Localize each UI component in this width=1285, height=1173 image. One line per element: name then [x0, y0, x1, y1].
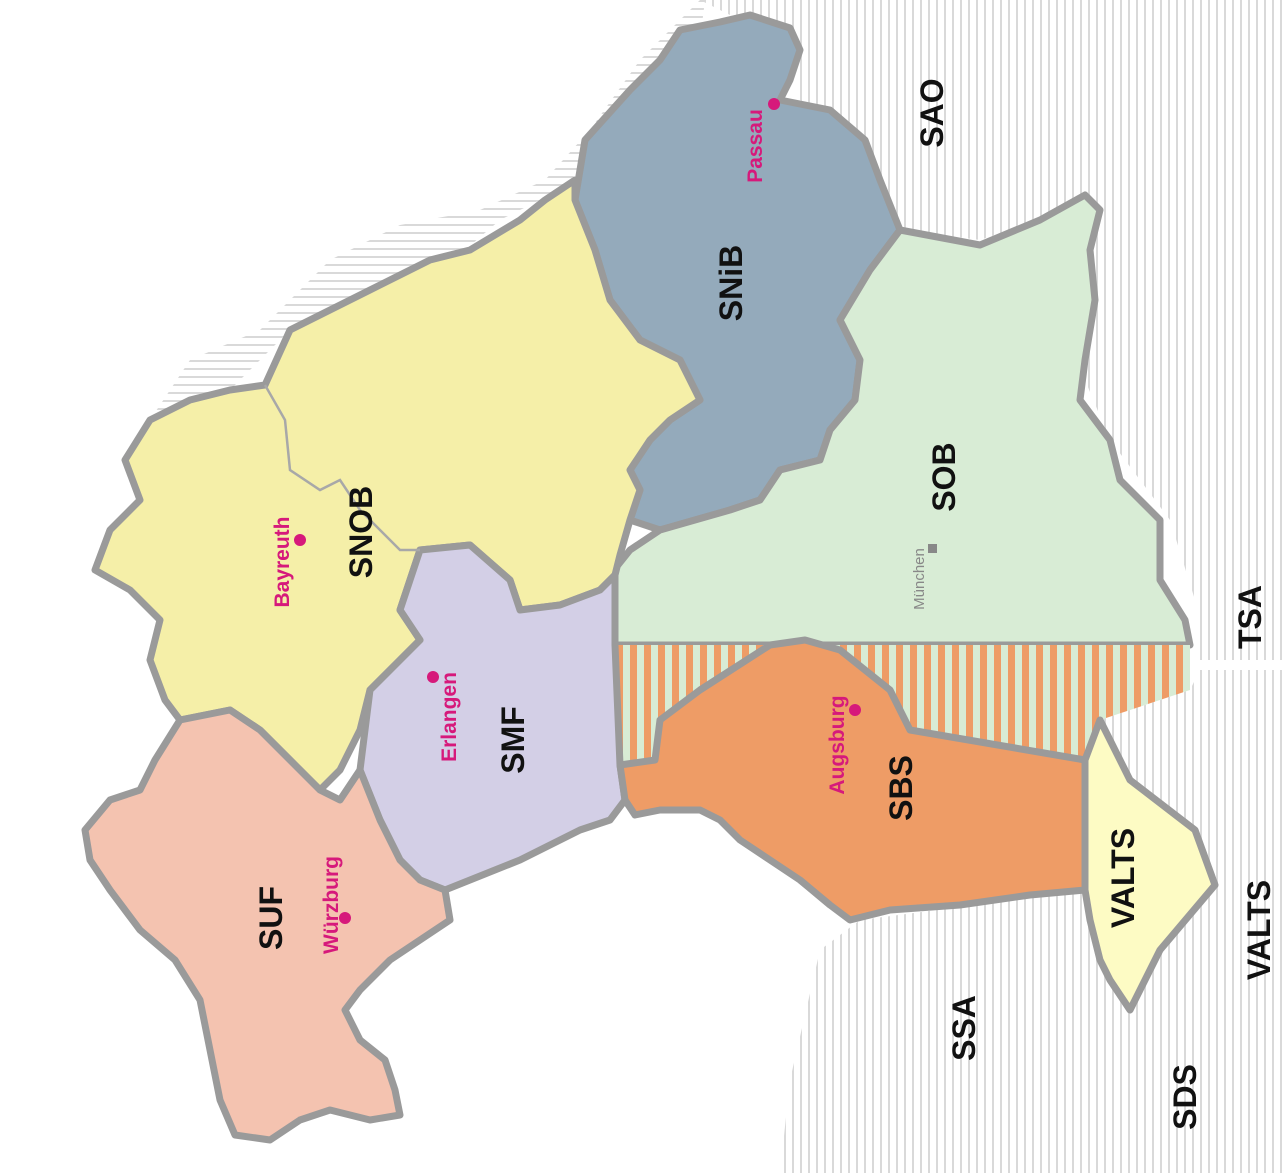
region-labels: SNiB SOB SNOB SMF SBS SUF VALTS: [253, 245, 1141, 950]
regions: [81, 11, 1219, 1144]
city-marker-wuerzburg[interactable]: [339, 912, 351, 924]
label-sao: SAO: [914, 78, 950, 147]
label-ssa: SSA: [946, 995, 982, 1061]
city-label-bayreuth: Bayreuth: [271, 516, 294, 607]
label-smf: SMF: [495, 706, 531, 774]
background-hatching: [80, 0, 1285, 1173]
label-sds: SDS: [1167, 1064, 1203, 1130]
region-sbs[interactable]: [616, 636, 1089, 924]
region-sob-sbs-stripes: [615, 640, 1190, 765]
city-label-augsburg: Augsburg: [826, 695, 849, 794]
city-marker-passau[interactable]: [768, 98, 780, 110]
city-label-wuerzburg: Würzburg: [320, 856, 343, 954]
region-suf[interactable]: [81, 706, 454, 1144]
city-marker-augsburg[interactable]: [849, 704, 861, 716]
city-label-erlangen: Erlangen: [438, 672, 461, 762]
city-marker-bayreuth[interactable]: [294, 534, 306, 546]
city-label-muenchen: München: [911, 548, 928, 610]
label-snob: SNOB: [343, 486, 379, 578]
region-valts[interactable]: [1081, 716, 1219, 1014]
label-valts-right: VALTS: [1241, 880, 1277, 980]
cities: Passau Bayreuth Erlangen Augsburg Würzbu…: [271, 98, 937, 954]
city-marker-muenchen[interactable]: [928, 544, 937, 553]
region-snob[interactable]: [91, 176, 704, 794]
label-valts: VALTS: [1105, 828, 1141, 928]
region-smf[interactable]: [356, 541, 629, 894]
hatch-bottom-right: [780, 670, 1285, 1173]
label-tsa: TSA: [1232, 585, 1268, 649]
label-sbs: SBS: [883, 755, 919, 821]
city-label-passau: Passau: [744, 109, 767, 183]
label-suf: SUF: [253, 886, 289, 950]
inner-border-snob: [263, 384, 420, 552]
label-sob: SOB: [926, 442, 962, 511]
outside-labels: SAO TSA VALTS SSA SDS: [914, 78, 1277, 1130]
city-marker-erlangen[interactable]: [427, 671, 439, 683]
hatch-top-right: [700, 0, 1285, 660]
label-snib: SNiB: [713, 245, 749, 321]
